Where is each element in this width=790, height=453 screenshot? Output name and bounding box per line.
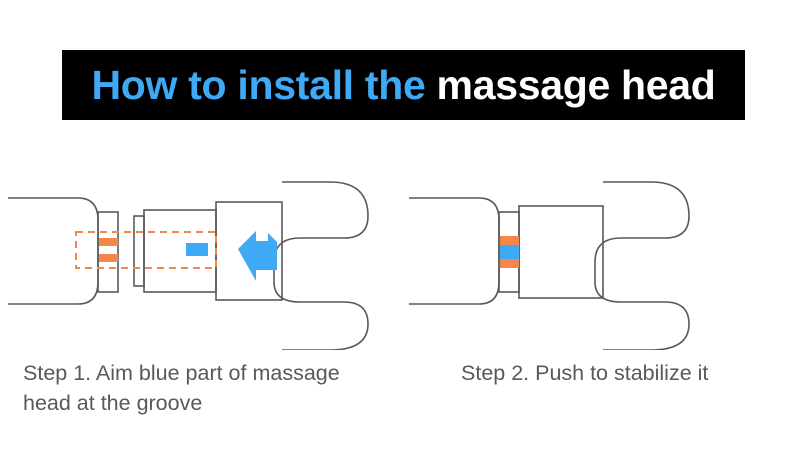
shaft-sleeve-outline (133, 215, 145, 287)
push-direction-arrow-icon (238, 231, 277, 281)
blue-alignment-tab (186, 243, 208, 256)
c-head-outline (273, 181, 369, 350)
device-collar-outline (97, 211, 119, 293)
groove-bar-lower (500, 259, 519, 268)
alignment-guide-box (75, 231, 217, 269)
step-2-diagram (395, 150, 790, 350)
page-title: How to install the massage head (91, 61, 716, 108)
shaft-barrel-outline (518, 205, 604, 299)
page-title-subject: massage head (425, 61, 716, 108)
groove-bar-lower (99, 254, 118, 262)
step-2-caption-line-1: Step 2. Push to stabilize it (461, 361, 709, 385)
step-1-caption-line-1: Step 1. Aim blue part of massage (23, 361, 340, 385)
step-2-caption: Step 2. Push to stabilize it (461, 358, 781, 388)
step-1-caption-line-2: head at the groove (23, 391, 203, 415)
step-1-diagram (0, 150, 395, 350)
step-captions: Step 1. Aim blue part of massage head at… (0, 358, 790, 438)
page-title-highlight: How to install the (91, 61, 426, 108)
groove-bar-upper (99, 238, 118, 246)
step-1-caption: Step 1. Aim blue part of massage head at… (23, 358, 443, 418)
c-head-outline (594, 181, 690, 350)
instruction-diagrams (0, 150, 790, 350)
title-banner: How to install the massage head (62, 50, 745, 120)
blue-alignment-tab (500, 245, 519, 259)
device-body-outline (409, 197, 500, 305)
device-body-outline (8, 197, 99, 305)
groove-bar-upper (500, 236, 519, 245)
